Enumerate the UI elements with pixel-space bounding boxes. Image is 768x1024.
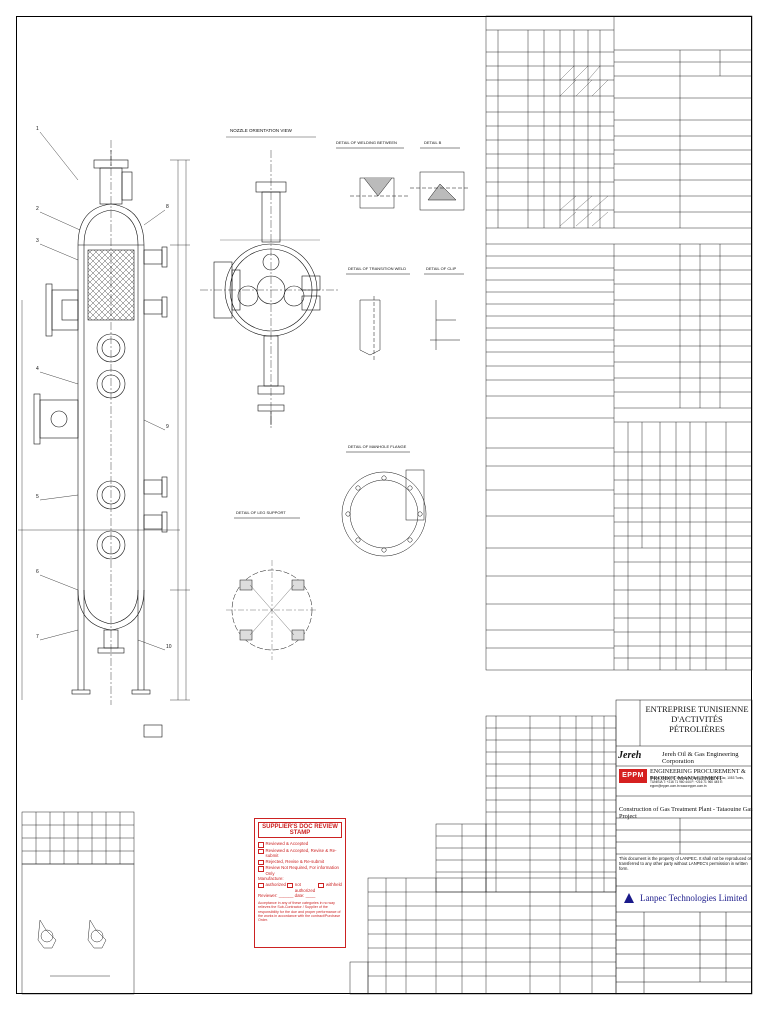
jereh-logo: Jereh [618,750,642,761]
svg-text:5: 5 [36,494,39,500]
svg-text:6: 6 [36,569,39,575]
svg-text:DETAIL OF WELDING BETWEEN: DETAIL OF WELDING BETWEEN [336,140,397,145]
svg-text:DETAIL OF LEG SUPPORT: DETAIL OF LEG SUPPORT [236,510,286,515]
svg-text:DETAIL OF MANHOLE FLANGE: DETAIL OF MANHOLE FLANGE [348,444,407,449]
consultant-address: Rue du Royaume, Immeuble Paring 1er étag… [650,776,744,788]
svg-text:NOZZLE ORIENTATION VIEW: NOZZLE ORIENTATION VIEW [230,128,293,133]
svg-text:DETAIL OF CLIP: DETAIL OF CLIP [426,266,457,271]
checkbox-icon[interactable] [318,882,324,889]
detail-views: DETAIL OF WELDING BETWEEN DETAIL B DETAI… [226,140,470,660]
checkbox-icon[interactable] [258,859,264,866]
svg-text:9: 9 [166,424,169,430]
svg-text:2: 2 [36,206,39,212]
svg-text:7: 7 [36,634,39,640]
stamp-manufacture-options[interactable]: authorized not authorized withheld [258,882,342,893]
contractor-name: Jereh Oil & Gas Engineering Corporation [662,751,739,765]
stamp-reviewer: Reviewer: ______ date: ____ [258,893,316,899]
data-tables [485,15,753,671]
svg-text:4: 4 [36,366,39,372]
svg-text:DETAIL OF TRANSITION WELD: DETAIL OF TRANSITION WELD [348,266,406,271]
svg-text:8: 8 [166,204,169,210]
stamp-option[interactable]: Review Not Required, For information Onl… [258,865,342,876]
checkbox-icon[interactable] [258,866,264,872]
bottom-left-table [21,811,135,995]
stamp-option[interactable]: Reviewed & Accepted [258,841,342,848]
checkbox-icon[interactable] [258,848,264,854]
checkbox-icon[interactable] [258,882,264,889]
project-title: Construction of Gas Treatment Plant - Ta… [619,806,753,820]
stamp-note: Acceptance in any of these categories in… [258,900,341,923]
checkbox-icon[interactable] [287,882,293,889]
parts-list [349,715,617,995]
svg-text:DETAIL B: DETAIL B [424,140,442,145]
lanpec-logo-icon [624,893,634,903]
checkbox-icon[interactable] [258,842,264,848]
vendor-name: Lanpec Technologies Limited [640,893,748,903]
stamp-option[interactable]: Rejected, Revise & Re-submit [258,859,342,866]
consultant-name: ENGINEERING PROCUREMENT & PROJECT MANAGE… [650,768,746,782]
svg-text:10: 10 [166,644,172,650]
drawing-sheet [16,16,752,994]
nozzle-orientation-view: NOZZLE ORIENTATION VIEW [200,128,340,430]
svg-text:3: 3 [36,238,39,244]
supplier-doc-review-stamp: SUPPLIER'S DOC REVIEW STAMP Reviewed & A… [254,818,346,948]
stamp-option[interactable]: Reviewed & Accepted, Revise & Re-submit [258,848,342,859]
client-name: ENTREPRISE TUNISIENNE D'ACTIVITÉS PÉTROL… [645,704,749,734]
vessel-elevation: 1 2 3 4 5 6 7 8 9 10 [18,126,190,738]
property-notice: This document is the property of LANPEC.… [619,856,752,872]
stamp-title: SUPPLIER'S DOC REVIEW STAMP [258,822,342,838]
svg-text:1: 1 [36,126,39,132]
title-block-frame [615,699,753,995]
eppm-logo: EPPM [619,769,647,783]
stamp-manufacture-label: Manufacture: [258,876,284,882]
